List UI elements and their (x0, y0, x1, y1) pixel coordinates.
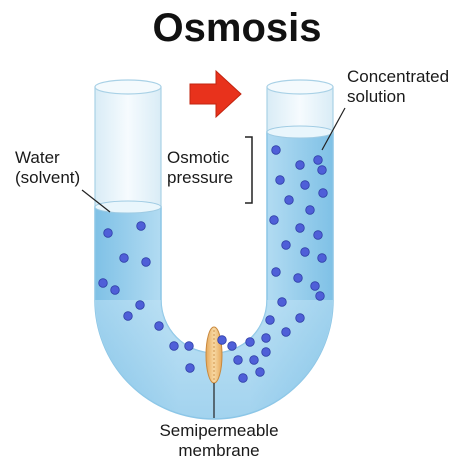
membrane-label-line2: membrane (178, 441, 259, 460)
water-label-line2: (solvent) (15, 168, 80, 187)
solute-particle (123, 311, 133, 321)
solute-particle (295, 313, 305, 323)
solute-particles (98, 145, 328, 383)
solute-particle (217, 335, 227, 345)
solute-particle (255, 367, 265, 377)
solute-particle (284, 195, 294, 205)
solute-particle (269, 215, 279, 225)
solute-particle (261, 347, 271, 357)
concentrated-leader-line (321, 107, 346, 151)
solute-particle (141, 257, 151, 267)
solute-particle (184, 341, 194, 351)
solute-particle (136, 221, 146, 231)
solute-particle (317, 165, 327, 175)
right-arrow-icon (189, 69, 242, 119)
solute-particle (281, 240, 291, 250)
solute-particle (300, 247, 310, 257)
diagram-title: Osmosis (153, 6, 322, 50)
left-tube-glass (94, 79, 162, 210)
solute-particle (271, 145, 281, 155)
solute-particle (233, 355, 243, 365)
solute-particle (185, 363, 195, 373)
solute-particle (227, 341, 237, 351)
solute-particle (265, 315, 275, 325)
solute-particle (169, 341, 179, 351)
solute-particle (295, 160, 305, 170)
solute-particle (249, 355, 259, 365)
solute-particle (313, 230, 323, 240)
semipermeable-membrane (205, 326, 223, 384)
solute-particle (317, 253, 327, 263)
right-liquid-surface (266, 125, 334, 139)
solute-particle (310, 281, 320, 291)
solute-particle (300, 180, 310, 190)
solute-particle (318, 188, 328, 198)
osmotic-pressure-bracket (245, 136, 253, 204)
solute-particle (245, 337, 255, 347)
solute-particle (103, 228, 113, 238)
solute-particle (275, 175, 285, 185)
membrane-label-line1: Semipermeable (159, 421, 278, 440)
water-leader-line (81, 189, 111, 213)
solute-particle (315, 291, 325, 301)
solute-particle (135, 300, 145, 310)
solute-particle (295, 223, 305, 233)
water-label-line1: Water (15, 148, 60, 167)
left-liquid-surface (94, 200, 162, 214)
osmotic-label-line2: pressure (167, 168, 233, 187)
concentrated-label-line2: solution (347, 87, 406, 106)
solute-particle (110, 285, 120, 295)
solute-particle (277, 297, 287, 307)
solute-particle (271, 267, 281, 277)
solute-particle (119, 253, 129, 263)
solute-particle (154, 321, 164, 331)
solute-particle (98, 278, 108, 288)
solute-particle (305, 205, 315, 215)
concentrated-label-line1: Concentrated (347, 67, 449, 86)
solute-particle (293, 273, 303, 283)
solute-particle (281, 327, 291, 337)
solute-particle (261, 333, 271, 343)
solute-particle (238, 373, 248, 383)
solute-particle (313, 155, 323, 165)
osmotic-label-line1: Osmotic (167, 148, 230, 167)
